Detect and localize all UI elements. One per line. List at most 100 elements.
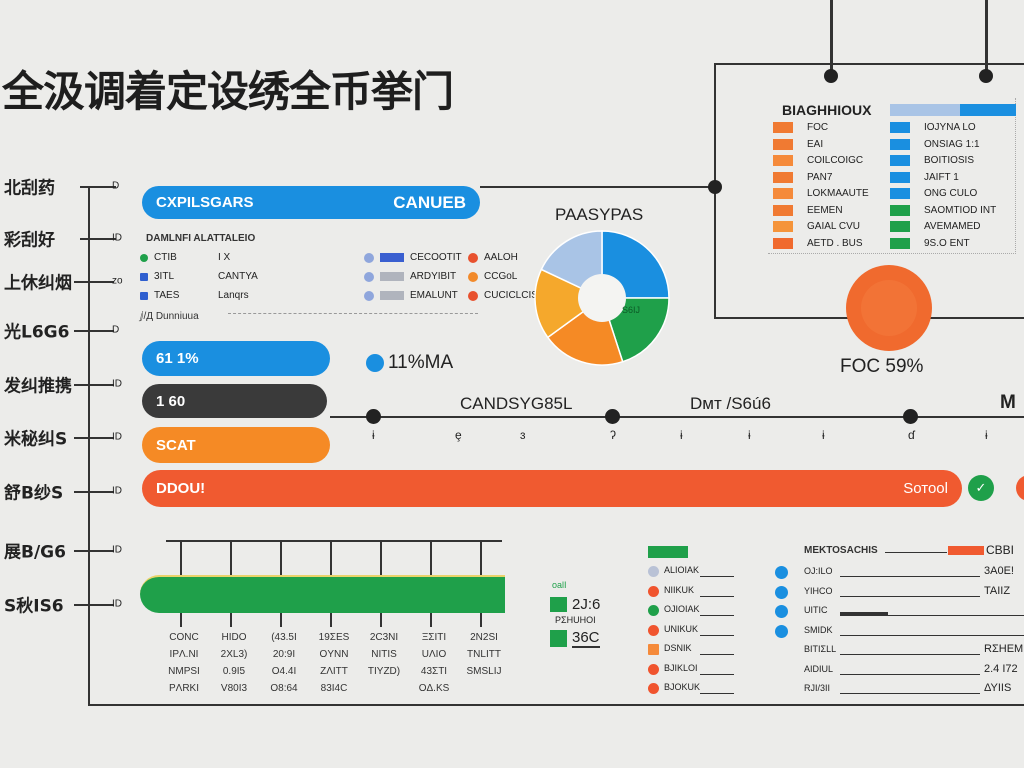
column-value: CONC (169, 632, 199, 643)
legend-swatch (890, 138, 910, 150)
legend-swatch (140, 253, 148, 262)
ruler-tick (380, 613, 382, 627)
label-connector (74, 330, 114, 332)
metrics-header-value: CBBI (986, 543, 1015, 557)
legend-label: PAN7 (807, 171, 833, 183)
timeline-line (330, 416, 1024, 418)
bar-label: SCAT (156, 436, 196, 454)
metric-label: RJI/3II (804, 683, 831, 693)
bar-dark[interactable]: 1 60 (142, 384, 327, 418)
legend-label: ONSIAG 1:1 (924, 138, 980, 150)
ruler-tick (380, 541, 382, 575)
check-icon[interactable]: ✓ (968, 475, 994, 501)
column-value: UΛIO (421, 649, 447, 660)
legend-label: CTIB (154, 252, 177, 263)
metric-value: TAIIZ (984, 584, 1011, 597)
gauge-circle (846, 265, 932, 351)
legend-swatch (890, 171, 910, 183)
small-legend-header: oalI (552, 580, 567, 590)
column-value: TNLITT (467, 649, 501, 660)
legend-label: CUCICLCIS (484, 290, 538, 301)
legend-label: ONG CULO (924, 188, 978, 199)
ruler-tick (480, 541, 482, 575)
pie-hole (578, 274, 626, 322)
subtitle: DAMLNFI ALATTALEIO (146, 233, 256, 244)
list-line (700, 693, 734, 694)
right-legend-item: PAN7 (773, 171, 833, 183)
metric-label: OJ:ILO (804, 566, 833, 576)
metric-label: UITIC (804, 605, 828, 615)
timeline-dot (903, 409, 918, 424)
column-value: 2C3NI (369, 632, 399, 643)
bar-label: 61 1% (156, 350, 199, 367)
pendant-dot (824, 69, 838, 83)
connector-line (480, 186, 715, 188)
axis-tick: ID (112, 378, 122, 390)
bottom-axis-line (88, 704, 1024, 706)
right-legend-item: EEMEN (773, 204, 843, 216)
metric-dot[interactable] (775, 566, 788, 579)
panel-top-line (714, 63, 1024, 65)
right-legend-item: BOITIOSIS (890, 155, 974, 166)
bar-red[interactable]: DDOU!Sотоol (142, 470, 962, 507)
timeline-tick: ɨ (985, 428, 988, 442)
axis-tick: ID (112, 598, 122, 610)
legend-label: JAIFT 1 (924, 171, 959, 183)
axis-tick: zo (112, 275, 123, 287)
left-label: 发纠推携 (4, 376, 72, 397)
metric-label: YIHCO (804, 585, 833, 596)
small-legend-value: 36C (572, 629, 600, 648)
legend-label: CECOOTIT (410, 252, 462, 263)
header-pill-right: CANUEB (393, 192, 466, 212)
legend-label: I X (218, 252, 231, 263)
status-dot (648, 605, 659, 616)
column-value: 0.9I5 (222, 666, 246, 677)
metric-dot[interactable] (775, 605, 788, 618)
right-legend-item: LOKMAAUTE (773, 188, 869, 199)
right-legend-item: EAI (773, 138, 823, 150)
right-legend-item: ONSIAG 1:1 (890, 138, 980, 150)
ruler-tick (230, 613, 232, 627)
right-legend-item: AETD . BUS (773, 237, 863, 249)
metric-dot[interactable] (775, 585, 788, 599)
metrics-header-swatch (948, 546, 984, 555)
bar-orange[interactable]: SCAT (142, 427, 330, 463)
legend-swatch (890, 155, 910, 166)
bar-label: DDOU! (156, 480, 206, 497)
label-connector (74, 281, 114, 283)
connector-dot (708, 180, 722, 194)
ruler-tick (430, 613, 432, 627)
legend-swatch (890, 188, 910, 199)
status-dot (648, 683, 659, 694)
metric-dot[interactable] (775, 624, 788, 638)
left-label: 米秘纠S (4, 429, 68, 450)
header-pill[interactable]: CXPILSGARS CANUEB (142, 186, 480, 219)
right-legend-item: IOJYNA LO (890, 122, 976, 133)
pendant-dot (979, 69, 993, 83)
right-legend-item: 9S.O ENT (890, 237, 970, 249)
legend-swatch (773, 138, 793, 150)
bar-blue[interactable]: 61 1% (142, 341, 330, 376)
legend-label: CANTYA (218, 271, 258, 282)
list-label: BJOKUK (664, 682, 701, 692)
legend-label: AVEMAMED (924, 221, 981, 232)
status-dot (648, 663, 659, 675)
metric-label: BITIΣLL (804, 644, 837, 654)
timeline-label: CANDSYG85L (460, 394, 573, 413)
small-legend-swatch (550, 630, 567, 647)
legend-label: ARDYIBIT (410, 271, 457, 282)
legend-label: LOKMAAUTE (807, 188, 869, 199)
timeline-tick: ɨ (822, 428, 825, 442)
right-legend-item: GAIAL CVU (773, 221, 860, 232)
column-value: O4.4I (271, 666, 297, 677)
right-legend-item: JAIFT 1 (890, 171, 959, 183)
column-value: 20:9I (272, 649, 296, 660)
legend-swatch (890, 237, 910, 249)
axis-tick: ID (112, 232, 122, 244)
list-line (700, 654, 734, 655)
column-value: PΛRKI (168, 683, 200, 694)
status-dot (648, 644, 659, 655)
axis-tick: ID (112, 485, 122, 497)
